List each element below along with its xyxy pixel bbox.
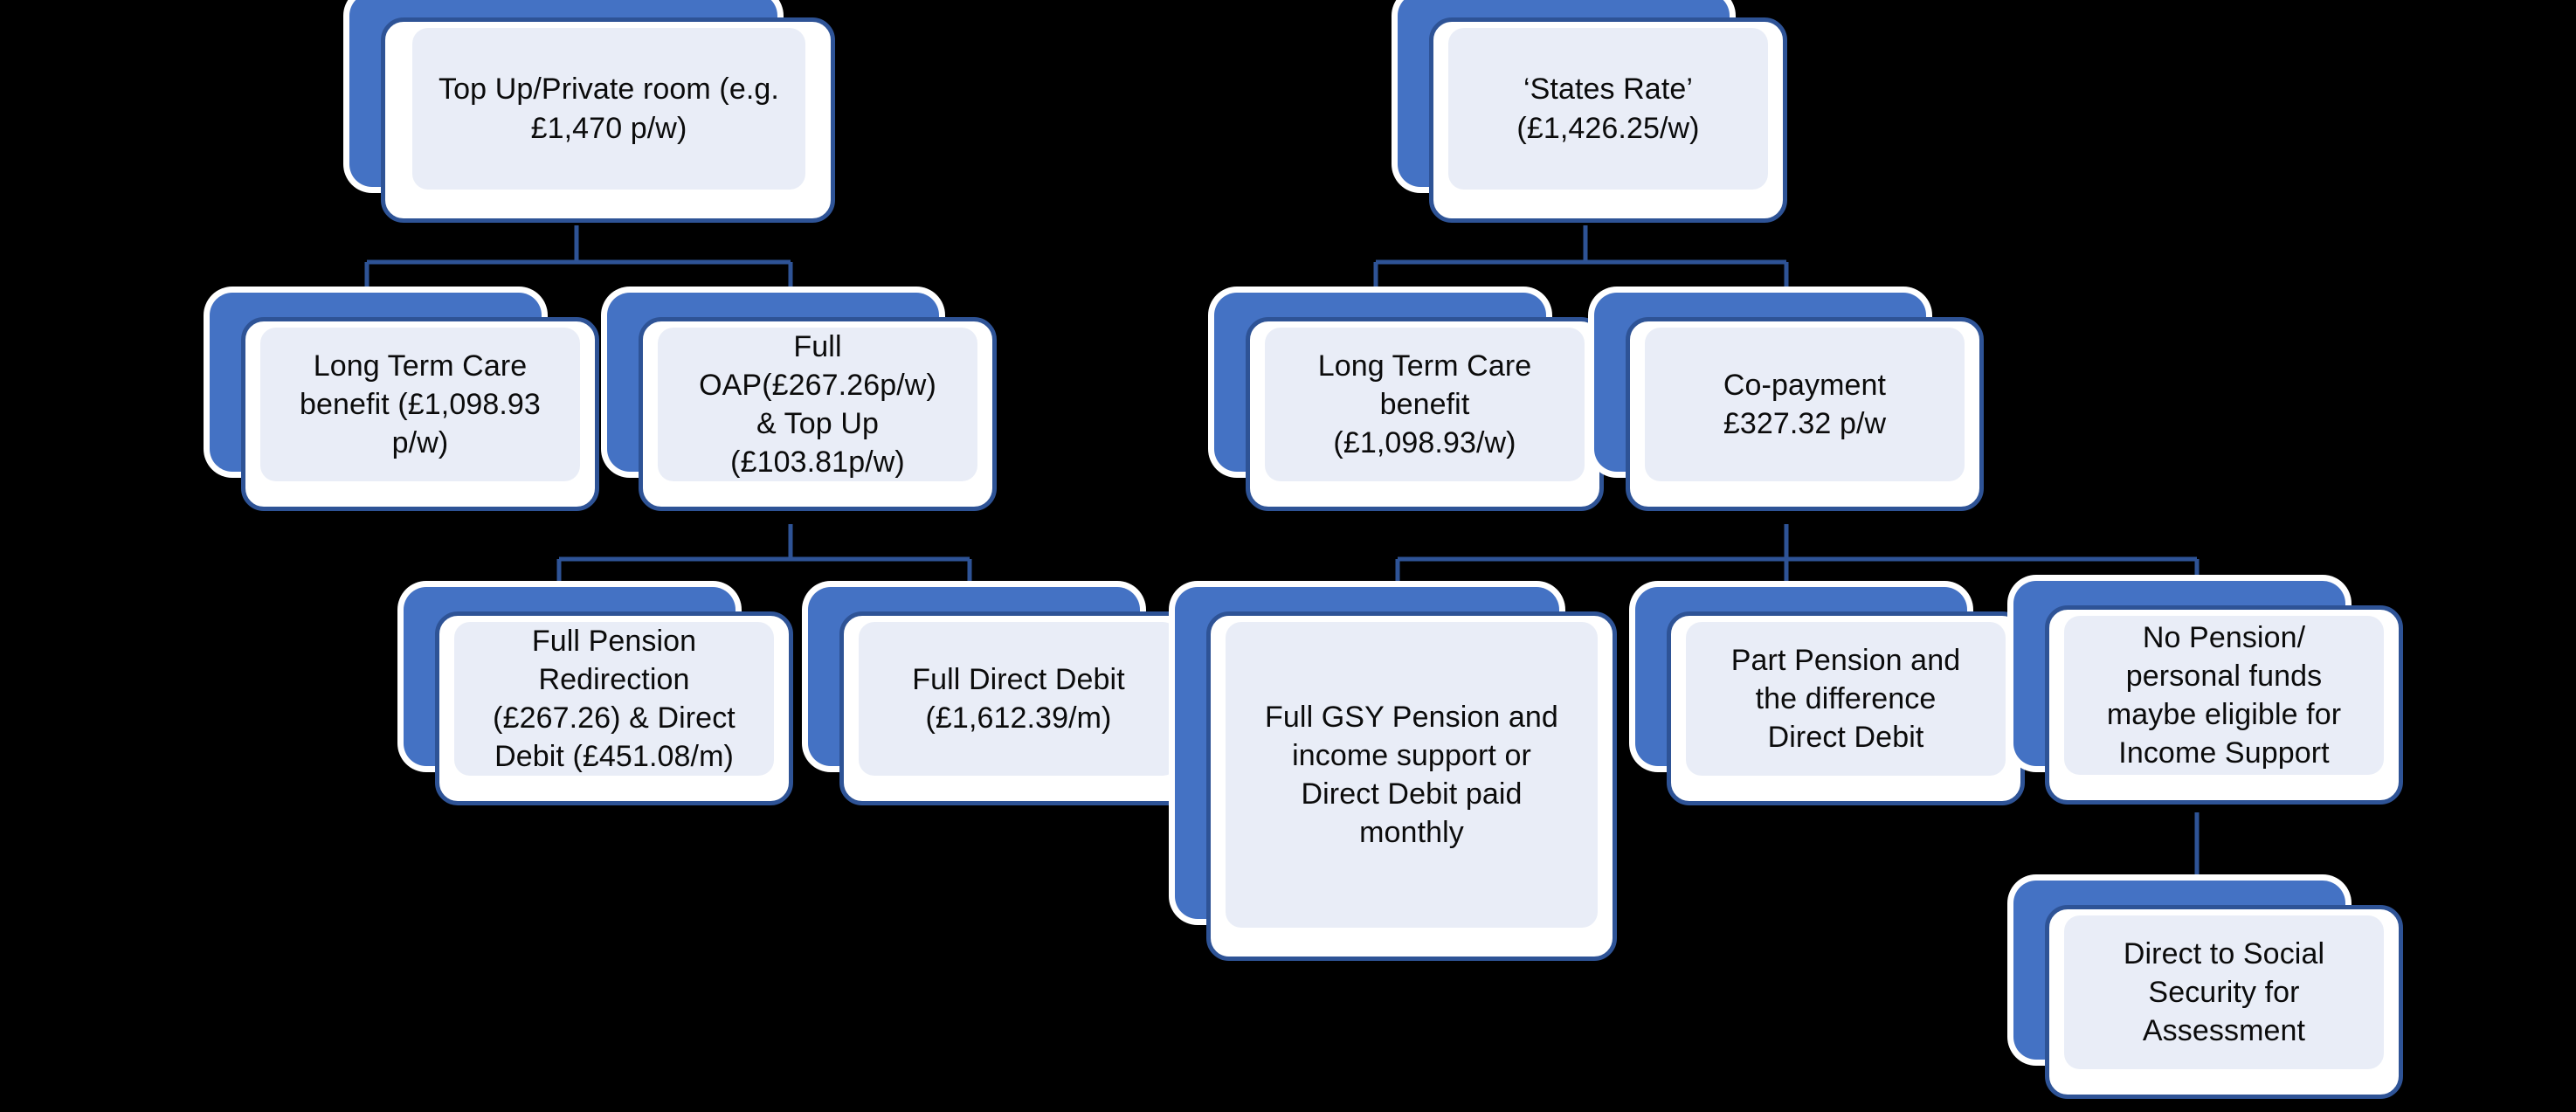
node-top-up-private-room[interactable]: Top Up/Private room (e.g. £1,470 p/w) — [349, 0, 839, 229]
node-inner-panel: ‘States Rate’ (£1,426.25/w) — [1448, 28, 1768, 190]
node-inner-panel: Long Term Care benefit (£1,098.93 p/w) — [260, 328, 580, 481]
node-inner-panel: Full Direct Debit (£1,612.39/m) — [859, 622, 1178, 776]
node-label: Part Pension and the difference Direct D… — [1730, 643, 1961, 755]
node-label: Co-payment £327.32 p/w — [1723, 368, 1887, 440]
node-full-pension-redirection[interactable]: Full Pension Redirection (£267.26) & Dir… — [404, 587, 793, 818]
node-label: Long Term Care benefit (£1,098.93 p/w) — [300, 349, 541, 460]
node-label: Top Up/Private room (e.g. £1,470 p/w) — [439, 73, 779, 145]
node-states-rate[interactable]: ‘States Rate’ (£1,426.25/w) — [1398, 0, 1787, 229]
node-inner-panel: Long Term Care benefit (£1,098.93/w) — [1265, 328, 1585, 481]
node-label: Long Term Care benefit (£1,098.93/w) — [1317, 349, 1532, 460]
node-inner-panel: Part Pension and the difference Direct D… — [1686, 622, 2006, 776]
node-label: Full OAP(£267.26p/w) & Top Up (£103.81p/… — [699, 329, 936, 480]
node-inner-panel: Direct to Social Security for Assessment — [2064, 915, 2384, 1069]
node-inner-panel: Full GSY Pension and income support or D… — [1226, 622, 1598, 928]
node-long-term-care-benefit-right[interactable]: Long Term Care benefit (£1,098.93/w) — [1214, 293, 1604, 524]
node-label: No Pension/ personal funds maybe eligibl… — [2106, 620, 2342, 770]
node-full-gsy-pension[interactable]: Full GSY Pension and income support or D… — [1175, 587, 1617, 971]
node-label: Direct to Social Security for Assessment — [2123, 936, 2325, 1048]
node-label: Full GSY Pension and income support or D… — [1265, 700, 1558, 850]
node-inner-panel: Co-payment £327.32 p/w — [1645, 328, 1965, 481]
edge-n6-fanout — [1373, 225, 1789, 297]
node-direct-to-social-security[interactable]: Direct to Social Security for Assessment — [2013, 881, 2403, 1112]
node-part-pension-difference[interactable]: Part Pension and the difference Direct D… — [1635, 587, 2025, 818]
edge-n3-fanout — [556, 524, 972, 594]
node-inner-panel: Top Up/Private room (e.g. £1,470 p/w) — [412, 28, 805, 190]
node-full-oap-and-top-up[interactable]: Full OAP(£267.26p/w) & Top Up (£103.81p/… — [607, 293, 997, 524]
node-full-direct-debit[interactable]: Full Direct Debit (£1,612.39/m) — [808, 587, 1198, 818]
node-long-term-care-benefit-left[interactable]: Long Term Care benefit (£1,098.93 p/w) — [210, 293, 599, 524]
node-no-pension-income-support[interactable]: No Pension/ personal funds maybe eligibl… — [2013, 581, 2403, 818]
node-co-payment[interactable]: Co-payment £327.32 p/w — [1594, 293, 1984, 524]
node-inner-panel: Full OAP(£267.26p/w) & Top Up (£103.81p/… — [658, 328, 977, 481]
node-inner-panel: Full Pension Redirection (£267.26) & Dir… — [454, 622, 774, 776]
node-label: Full Direct Debit (£1,612.39/m) — [912, 662, 1125, 735]
node-inner-panel: No Pension/ personal funds maybe eligibl… — [2064, 616, 2384, 775]
node-label: Full Pension Redirection (£267.26) & Dir… — [493, 624, 736, 774]
node-label: ‘States Rate’ (£1,426.25/w) — [1516, 73, 1700, 145]
edge-n1-fanout — [364, 225, 793, 297]
